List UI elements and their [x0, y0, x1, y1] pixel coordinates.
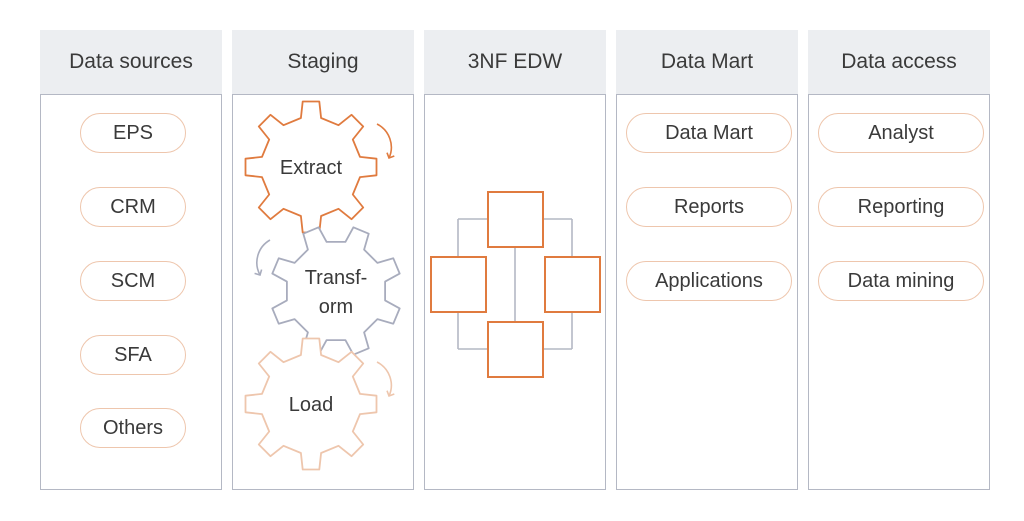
column-header-staging: Staging — [232, 30, 414, 94]
column-header-data-mart: Data Mart — [616, 30, 798, 94]
source-pill-eps: EPS — [80, 113, 186, 153]
rotate-arrow-transform-icon — [254, 239, 271, 276]
mart-pill-reports: Reports — [626, 187, 792, 227]
column-body-data-sources: EPS CRM SCM SFA Others — [40, 94, 222, 490]
gear-load: Load — [244, 337, 395, 471]
source-pill-scm: SCM — [80, 261, 186, 301]
edw-connector-lines — [457, 218, 573, 350]
source-pill-sfa: SFA — [80, 335, 186, 375]
source-pill-others: Others — [80, 408, 186, 448]
gear-transform-label-line1: Transf- — [305, 267, 368, 289]
access-pill-reporting: Reporting — [818, 187, 984, 227]
gear-transform: Transf- orm — [254, 226, 401, 356]
column-data-sources: Data sources EPS CRM SCM SFA Others — [40, 30, 222, 490]
source-pill-crm: CRM — [80, 187, 186, 227]
edw-table-box-top — [487, 191, 544, 248]
gear-load-icon — [244, 337, 378, 471]
edw-table-box-bottom — [487, 321, 544, 378]
rotate-arrow-load-icon — [376, 361, 395, 398]
gear-load-label: Load — [289, 394, 334, 416]
mart-pill-data-mart: Data Mart — [626, 113, 792, 153]
edw-table-box-left — [430, 256, 487, 313]
column-data-mart: Data Mart Data Mart Reports Applications — [616, 30, 798, 490]
column-body-data-access: Analyst Reporting Data mining — [808, 94, 990, 490]
edw-schema-diagram — [430, 191, 601, 378]
rotate-arrow-extract-icon — [376, 123, 395, 160]
edw-table-box-right — [544, 256, 601, 313]
column-header-3nf-edw: 3NF EDW — [424, 30, 606, 94]
access-pill-analyst: Analyst — [818, 113, 984, 153]
mart-pill-applications: Applications — [626, 261, 792, 301]
gear-extract: Extract — [244, 100, 395, 234]
column-header-data-access: Data access — [808, 30, 990, 94]
gear-transform-icon — [271, 226, 401, 356]
gear-extract-label: Extract — [280, 157, 343, 179]
gear-transform-label-line2: orm — [319, 296, 353, 318]
column-data-access: Data access Analyst Reporting Data minin… — [808, 30, 990, 490]
column-body-data-mart: Data Mart Reports Applications — [616, 94, 798, 490]
access-pill-data-mining: Data mining — [818, 261, 984, 301]
column-header-data-sources: Data sources — [40, 30, 222, 94]
gear-extract-icon — [244, 100, 378, 234]
